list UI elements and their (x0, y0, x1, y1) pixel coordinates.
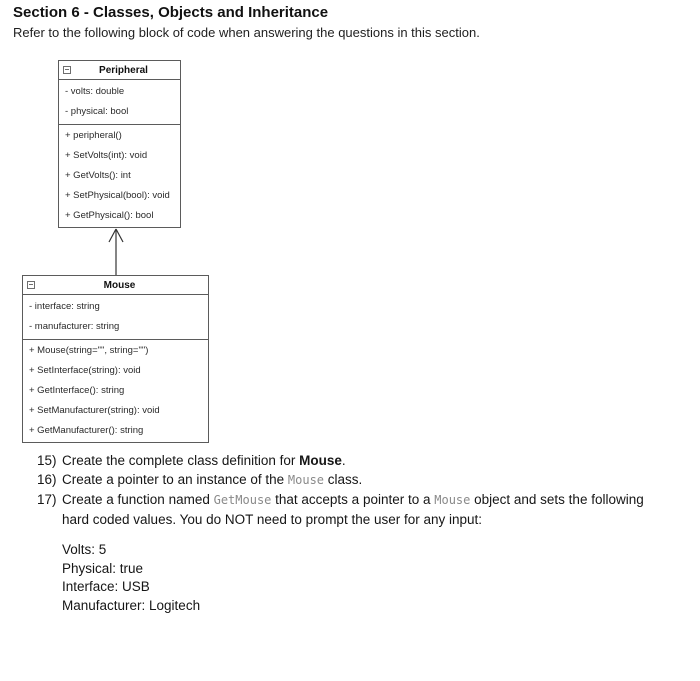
mouse-methods: + Mouse(string="", string="") + SetInterf… (23, 340, 208, 442)
class-method: + GetManufacturer(): string (29, 425, 144, 436)
class-name: Peripheral (99, 64, 148, 76)
class-attribute: - volts: double (65, 86, 125, 97)
question-number: 17) (37, 492, 57, 507)
class-method: + SetManufacturer(string): void (29, 405, 160, 416)
question-text: Create a function named GetMouse that ac… (62, 490, 659, 529)
class-attribute: - interface: string (29, 301, 100, 312)
question-row: 17) Create a function named GetMouse that… (37, 490, 659, 529)
question-segment-code: GetMouse (213, 493, 272, 507)
uml-class-box-peripheral: Peripheral - volts: double - physical: bo… (58, 60, 181, 228)
question-segment-code: Mouse (287, 473, 325, 487)
class-name: Mouse (103, 279, 136, 291)
hardcoded-value-line: Interface: USB (62, 579, 150, 594)
question-segment-plain: Create the complete class definition for (62, 453, 300, 468)
question-segment-plain: object and sets the following hard coded… (62, 492, 644, 527)
questions-list: 15) Create the complete class definition … (37, 451, 659, 529)
class-method: + GetInterface(): string (29, 385, 125, 396)
question-text: Create the complete class definition for… (62, 451, 659, 470)
class-header: Peripheral (59, 61, 180, 80)
collapse-minus-icon (27, 281, 35, 289)
class-method: + SetInterface(string): void (29, 365, 141, 376)
hardcoded-value-line: Volts: 5 (62, 542, 107, 557)
question-segment-plain: class. (324, 472, 363, 487)
question-segment-code: Mouse (434, 493, 471, 507)
class-method: + SetVolts(int): void (65, 150, 148, 161)
question-segment-plain: . (341, 453, 346, 468)
class-method: + SetPhysical(bool): void (65, 190, 170, 201)
class-attribute: - physical: bool (65, 106, 129, 117)
class-method: + Mouse(string="", string="") (29, 345, 149, 356)
mouse-attributes: - interface: string - manufacturer: strin… (23, 295, 208, 340)
class-attribute: - manufacturer: string (29, 321, 120, 332)
class-method: + GetPhysical(): bool (65, 210, 154, 221)
question-row: 16) Create a pointer to an instance of th… (37, 470, 659, 490)
collapse-minus-icon (63, 66, 71, 74)
uml-class-box-mouse: Mouse - interface: string - manufacturer:… (22, 275, 209, 443)
hardcoded-value-line: Physical: true (62, 560, 144, 576)
question-segment-bold: Mouse (299, 453, 342, 468)
peripheral-methods: + peripheral() + SetVolts(int): void + Get… (59, 125, 180, 227)
class-method: + peripheral() (65, 130, 122, 141)
document-header: Section 6 - Classes, Objects and Inherit… (13, 4, 480, 40)
section-instructions: Refer to the following block of code whe… (13, 25, 480, 40)
question-row: 15) Create the complete class definition … (37, 451, 659, 470)
question-text: Create a pointer to an instance of the M… (62, 470, 659, 490)
question-number: 15) (37, 453, 57, 468)
question-segment-plain: Create a pointer to an instance of the (62, 472, 288, 487)
inheritance-arrow (108, 228, 124, 276)
peripheral-attributes: - volts: double - physical: bool (59, 80, 180, 125)
question-segment-plain: that accepts a pointer to a (271, 492, 435, 507)
question-segment-plain: Create a function named (62, 492, 214, 507)
section-title: Section 6 - Classes, Objects and Inherit… (13, 4, 329, 21)
class-method: + GetVolts(): int (65, 170, 131, 181)
class-header: Mouse (23, 276, 208, 295)
question-number: 16) (37, 472, 57, 487)
hardcoded-value-line: Manufacturer: Logitech (62, 597, 201, 613)
